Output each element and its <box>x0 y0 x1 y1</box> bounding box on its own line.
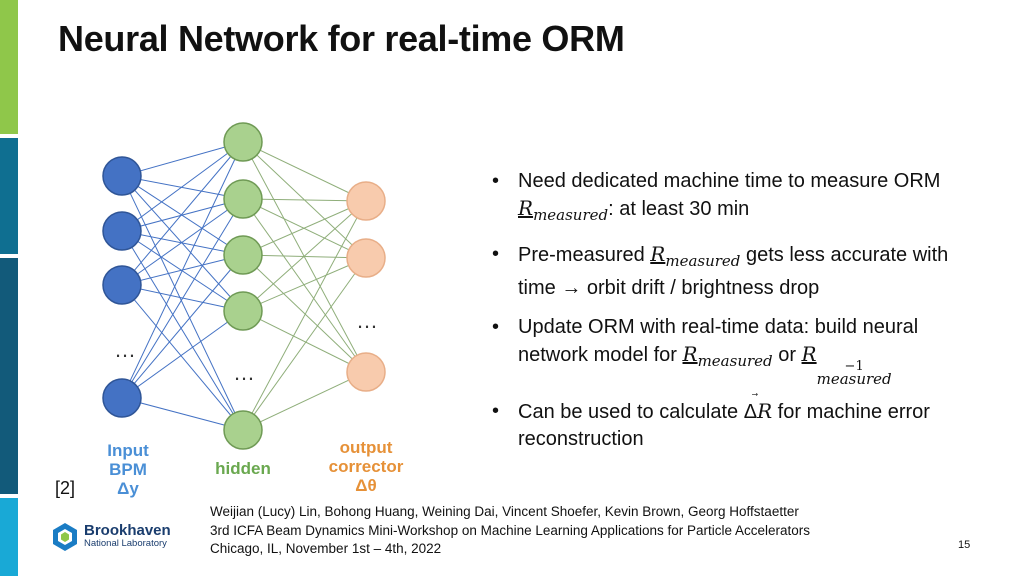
hidden-node <box>223 179 263 219</box>
input-hidden-edge <box>121 198 244 232</box>
output-node <box>346 181 386 221</box>
input-hidden-edge <box>121 230 244 431</box>
input-hidden-edge <box>121 310 244 399</box>
input-hidden-edge <box>121 198 244 399</box>
hidden-node <box>223 410 263 450</box>
input-node <box>102 378 142 418</box>
hidden-output-edge <box>242 198 367 373</box>
hexagon-logo-icon <box>53 523 77 551</box>
hidden-output-edge <box>242 198 367 202</box>
hidden-node <box>223 291 263 331</box>
bullet-item: Update ORM with real-time data: build ne… <box>490 314 990 387</box>
input-hidden-edge <box>121 230 244 256</box>
page-number: 15 <box>958 539 971 551</box>
accent-bar-green <box>0 0 18 134</box>
logo-subtitle: National Laboratory <box>84 538 167 549</box>
input-node <box>102 211 142 251</box>
input-hidden-edge <box>121 141 244 286</box>
hidden-node <box>223 122 263 162</box>
input-hidden-edge <box>121 175 244 200</box>
hidden-output-edge <box>242 200 367 312</box>
credits-authors: Weijian (Lucy) Lin, Bohong Huang, Weinin… <box>210 504 799 519</box>
bullet-item: Need dedicated machine time to measure O… <box>490 168 990 229</box>
bullet-list: Need dedicated machine time to measure O… <box>490 168 990 465</box>
neural-network-diagram: … … … Input BPM Δy hidden output correct… <box>102 122 404 498</box>
svg-text:Input: Input <box>107 441 149 460</box>
hidden-output-edge <box>242 257 367 312</box>
bullet-item: Pre-measured Rmeasured gets less accurat… <box>490 241 990 302</box>
hidden-output-edge <box>242 254 367 373</box>
input-hidden-edge <box>121 141 244 232</box>
hidden-output-edge <box>242 371 367 431</box>
svg-text:corrector: corrector <box>329 457 404 476</box>
reference-tag: [2] <box>55 478 76 498</box>
output-ellipsis: … <box>356 308 378 333</box>
accent-bar-teal <box>0 138 18 254</box>
hidden-node <box>223 235 263 275</box>
input-hidden-edge <box>121 254 244 399</box>
slide-title: Neural Network for real-time ORM <box>58 18 625 59</box>
input-node <box>102 265 142 305</box>
input-hidden-edge <box>121 175 244 431</box>
credits-location-date: Chicago, IL, November 1st – 4th, 2022 <box>210 541 442 556</box>
accent-bar-dark-teal <box>0 258 18 494</box>
output-layer-label: output corrector Δθ <box>329 438 404 495</box>
input-hidden-edge <box>121 141 244 399</box>
input-node <box>102 156 142 196</box>
svg-text:Δθ: Δθ <box>355 476 376 495</box>
hidden-output-edge <box>242 310 367 373</box>
input-ellipsis: … <box>114 337 136 362</box>
input-hidden-edge <box>121 198 244 286</box>
svg-text:BPM: BPM <box>109 460 147 479</box>
hidden-output-edge <box>242 200 367 431</box>
hidden-output-edge <box>242 257 367 431</box>
credits-event: 3rd ICFA Beam Dynamics Mini-Workshop on … <box>210 522 811 538</box>
svg-text:output: output <box>340 438 393 457</box>
input-hidden-edge <box>121 397 244 431</box>
input-layer-label: Input BPM Δy <box>107 441 149 498</box>
brookhaven-logo: Brookhaven National Laboratory <box>52 522 171 552</box>
logo-name: Brookhaven <box>84 522 171 539</box>
output-node <box>346 238 386 278</box>
hidden-layer-label: hidden <box>215 459 271 478</box>
input-hidden-edge <box>121 284 244 431</box>
output-node <box>346 352 386 392</box>
hidden-ellipsis: … <box>233 360 255 385</box>
svg-text:Δy: Δy <box>117 479 139 498</box>
input-hidden-edge <box>121 141 244 177</box>
accent-bar-light-blue <box>0 498 18 576</box>
network-nodes <box>102 122 386 450</box>
network-edges <box>121 141 367 431</box>
hidden-output-edge <box>242 200 367 256</box>
hidden-output-edge <box>242 141 367 202</box>
credits-block: Weijian (Lucy) Lin, Bohong Huang, Weinin… <box>210 503 810 559</box>
bullet-item: Can be used to calculate Δ⃗R for machine… <box>490 398 990 453</box>
